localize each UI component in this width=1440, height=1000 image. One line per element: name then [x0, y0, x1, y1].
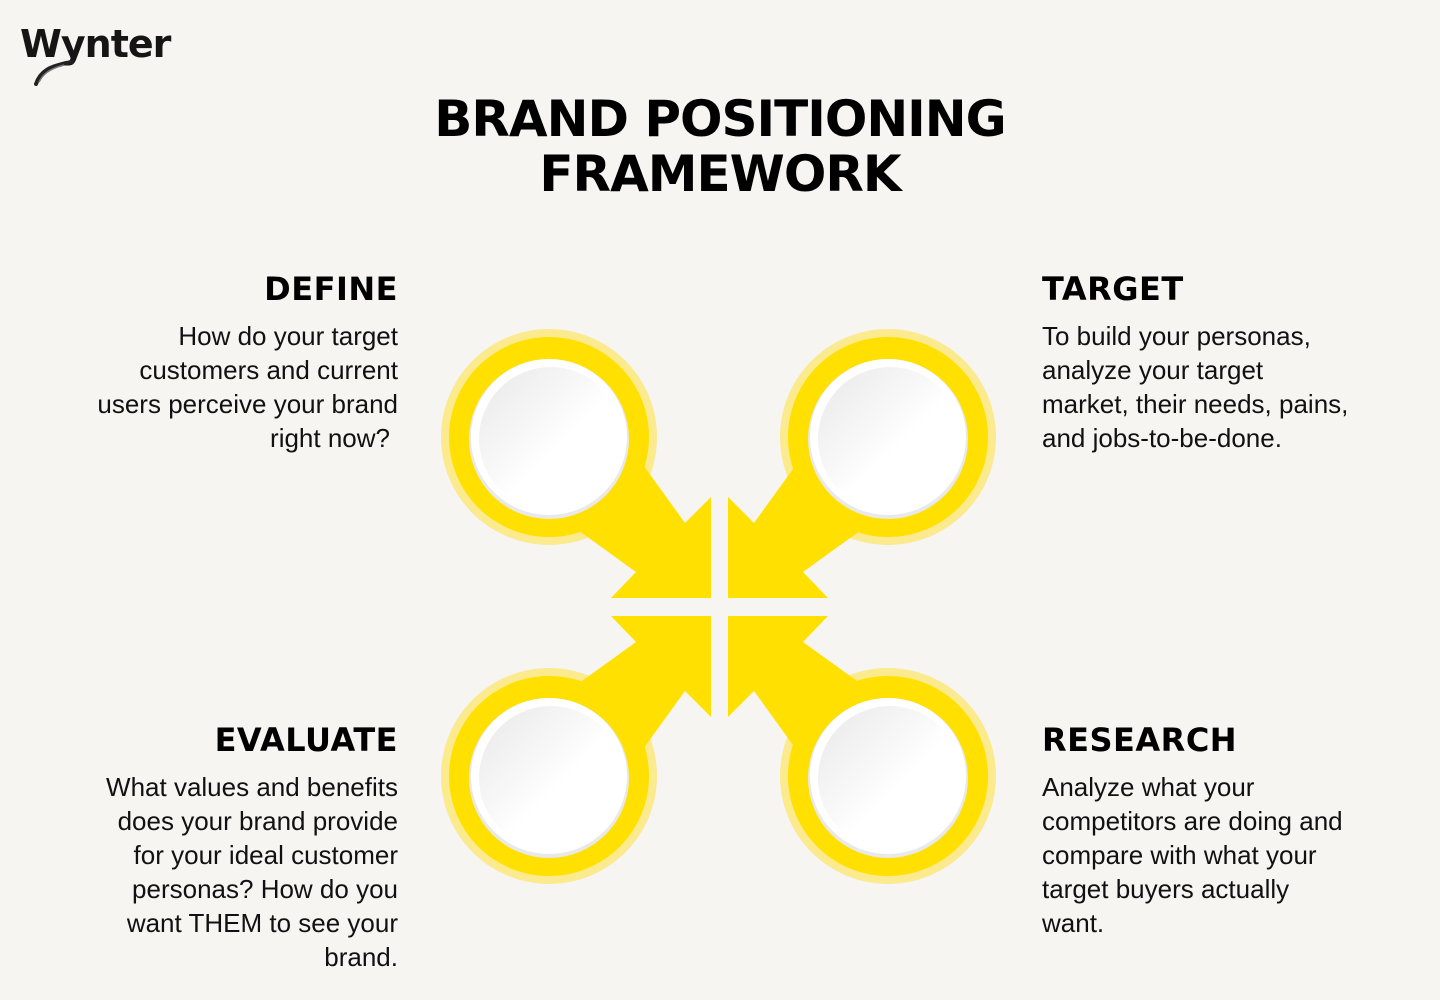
define-heading: DEFINE	[264, 270, 398, 308]
target-heading: TARGET	[1042, 270, 1184, 308]
circle-research	[808, 698, 968, 858]
arrow-define	[441, 329, 711, 598]
research-section: RESEARCH Analyze what your competitors a…	[1042, 722, 1422, 940]
title-line-2: FRAMEWORK	[539, 145, 901, 203]
define-description: How do your target customers and current…	[97, 321, 398, 453]
logo-swoosh-icon	[34, 60, 74, 86]
title-line-1: BRAND POSITIONING	[434, 90, 1006, 148]
evaluate-description: What values and benefits does your brand…	[106, 772, 398, 972]
target-section: TARGET To build your personas, analyze y…	[1042, 271, 1422, 455]
evaluate-heading: EVALUATE	[214, 721, 398, 759]
define-section: DEFINE How do your target customers and …	[38, 271, 398, 455]
target-description: To build your personas, analyze your tar…	[1042, 321, 1349, 453]
page-title: BRAND POSITIONING FRAMEWORK	[0, 92, 1440, 202]
wynter-logo: Wynter	[20, 22, 171, 66]
evaluate-section: EVALUATE What values and benefits does y…	[38, 722, 398, 974]
research-heading: RESEARCH	[1042, 721, 1238, 759]
circle-evaluate	[469, 698, 629, 858]
circle-target	[808, 359, 968, 519]
research-description: Analyze what your competitors are doing …	[1042, 772, 1343, 938]
